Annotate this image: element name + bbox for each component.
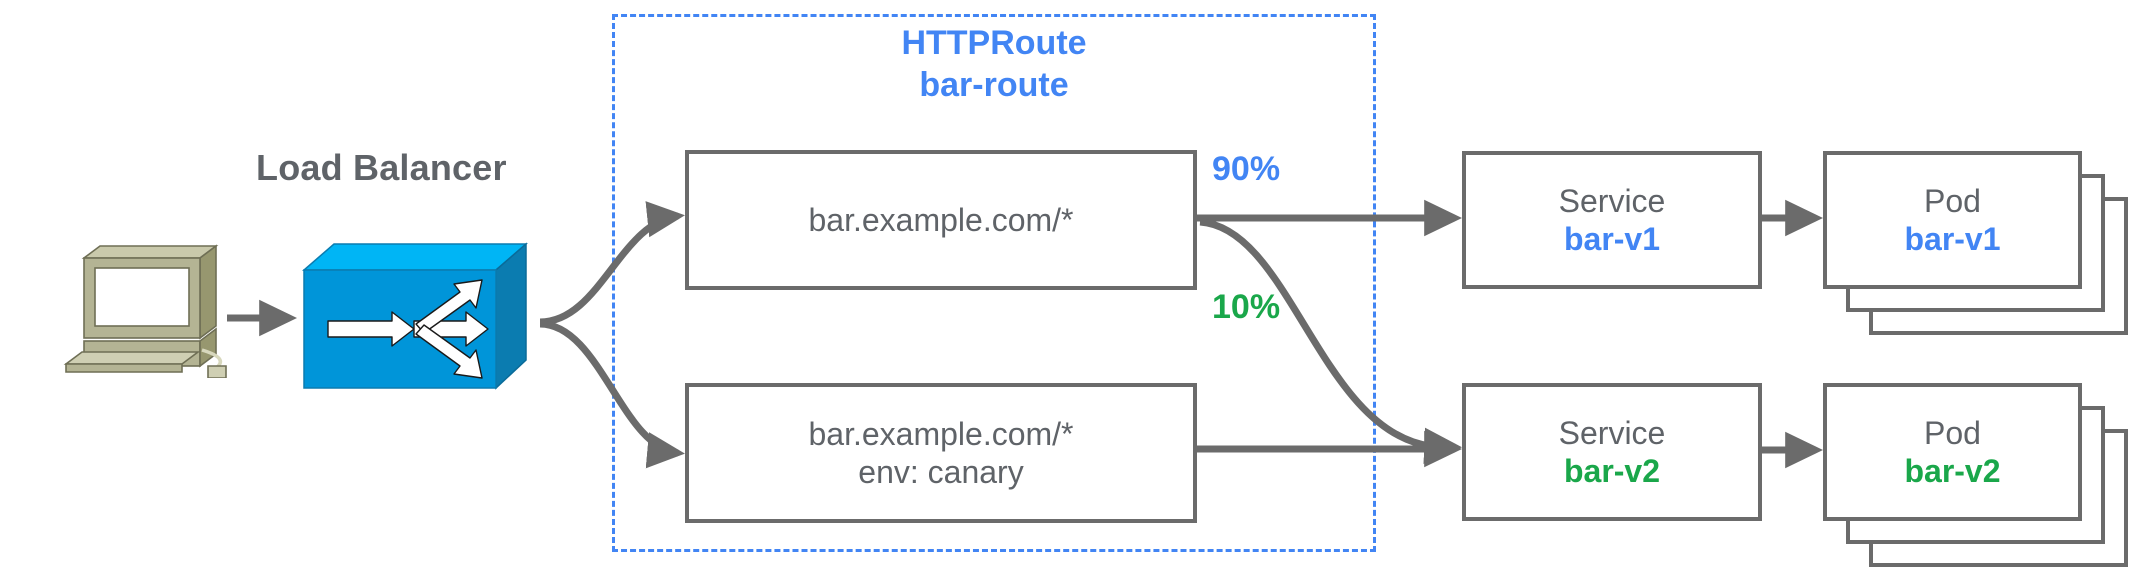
httproute-name-label: bar-route	[919, 66, 1069, 105]
load-balancer-label: Load Balancer	[256, 147, 507, 188]
arrow-lb-to-rule-primary	[539, 201, 685, 326]
service-bar-v1[interactable]: Service bar-v1	[1462, 151, 1762, 289]
service-v2-kind: Service	[1558, 414, 1666, 451]
weight-label-v2: 10%	[1212, 288, 1281, 326]
rule-primary-match: bar.example.com/*	[808, 201, 1074, 238]
weight-label-v1: 90%	[1212, 150, 1281, 188]
pod-bar-v1[interactable]: Pod bar-v1	[1823, 151, 2082, 289]
workstation-icon	[40, 228, 230, 379]
service-v1-name: bar-v1	[1563, 221, 1661, 257]
pod-v2-kind: Pod	[1924, 414, 1981, 451]
rule-canary-match: bar.example.com/*	[808, 415, 1074, 452]
pod-v1-name: bar-v1	[1904, 221, 2001, 257]
load-balancer-switch-icon	[300, 238, 540, 398]
pod-v1-kind: Pod	[1924, 182, 1981, 219]
httproute-rule-canary[interactable]: bar.example.com/* env: canary	[685, 383, 1197, 523]
arrow-lb-to-rule-canary	[539, 320, 685, 469]
arrow-rule-primary-to-service-v2	[1199, 218, 1462, 464]
httproute-boundary	[612, 14, 1376, 552]
service-v1-kind: Service	[1558, 182, 1666, 219]
pod-bar-v2[interactable]: Pod bar-v2	[1823, 383, 2082, 521]
pod-v2-name: bar-v2	[1904, 453, 2001, 489]
rule-canary-header: env: canary	[858, 454, 1024, 490]
service-bar-v2[interactable]: Service bar-v2	[1462, 383, 1762, 521]
httproute-rule-primary[interactable]: bar.example.com/*	[685, 150, 1197, 290]
httproute-kind-label: HTTPRoute	[901, 24, 1087, 62]
service-v2-name: bar-v2	[1563, 453, 1661, 489]
httproute-title: HTTPRoute bar-route	[612, 22, 1376, 106]
